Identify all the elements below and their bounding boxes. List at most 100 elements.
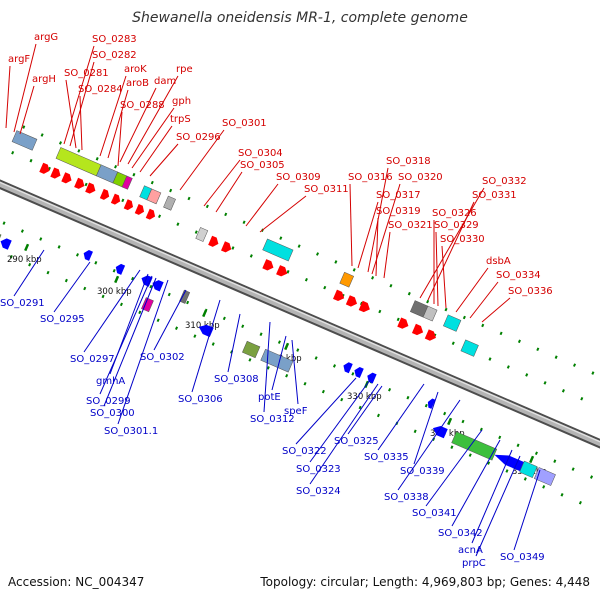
- reverse-gene-leader: [309, 383, 379, 485]
- guide-dot: [28, 262, 32, 267]
- forward-gene-leader: [127, 75, 179, 165]
- guide-dot: [248, 358, 252, 362]
- feature-block: [519, 460, 538, 478]
- forward-gene-label: aroB: [126, 78, 149, 89]
- feature-arrow: [83, 250, 93, 261]
- reverse-gene-leader: [291, 339, 299, 405]
- guide-dot: [554, 355, 558, 359]
- guide-dot: [479, 427, 483, 432]
- guide-dot: [389, 283, 393, 288]
- feature-block: [121, 175, 133, 190]
- guide-dot: [376, 413, 380, 418]
- forward-gene-leader: [99, 75, 127, 157]
- feature-block: [262, 238, 294, 262]
- forward-gene-leader: [179, 129, 225, 191]
- reverse-gene-label: SO_0335: [364, 452, 409, 463]
- feature-arrow: [358, 300, 370, 313]
- forward-gene-label: SO_0319: [376, 206, 421, 217]
- guide-dot: [388, 387, 392, 392]
- tick-label: 300 kbp: [97, 287, 132, 297]
- guide-dot: [481, 323, 485, 328]
- feature-block: [179, 289, 191, 304]
- feature-arrow: [397, 317, 409, 329]
- feature-arrow: [424, 329, 436, 341]
- feature-arrow: [0, 238, 12, 250]
- guide-dot: [175, 326, 179, 330]
- guide-dot: [534, 451, 538, 456]
- feature-arrow: [61, 172, 72, 184]
- reverse-gene-leader: [271, 335, 287, 391]
- tick-label: 290 kbp: [7, 255, 42, 265]
- guide-dot: [525, 373, 529, 377]
- guide-dot: [371, 276, 375, 280]
- reverse-gene-label: SO_0302: [140, 352, 185, 363]
- guide-dot: [149, 284, 153, 289]
- forward-gene-leader: [119, 87, 157, 163]
- accession-text: Accession: NC_004347: [8, 575, 144, 589]
- forward-gene-leader: [107, 89, 129, 159]
- guide-dot: [95, 157, 99, 161]
- feature-arrow: [411, 323, 424, 336]
- guide-dot: [186, 300, 190, 305]
- feature-block: [460, 339, 479, 357]
- feature-arrow: [39, 162, 50, 174]
- reverse-gene-label: SO_0338: [384, 492, 429, 503]
- forward-gene-label: SO_0318: [386, 156, 431, 167]
- forward-gene-leader: [5, 65, 11, 129]
- forward-gene-leader: [215, 171, 243, 213]
- reverse-gene-label: SO_0325: [334, 436, 379, 447]
- guide-dot: [112, 268, 116, 273]
- guide-dot: [46, 270, 50, 275]
- reverse-gene-leader: [413, 391, 439, 465]
- forward-gene-label: SO_0332: [482, 176, 527, 187]
- reverse-gene-label: SO_0295: [40, 314, 85, 325]
- guide-dot: [39, 237, 43, 241]
- guide-dot: [266, 366, 270, 370]
- guide-dot: [211, 342, 215, 346]
- guide-dot: [451, 341, 455, 345]
- forward-gene-label: SO_0317: [376, 190, 421, 201]
- forward-gene-leader: [375, 217, 379, 277]
- reverse-gene-label: potE: [258, 392, 281, 403]
- guide-dot: [231, 246, 235, 250]
- guide-dot: [334, 260, 338, 264]
- forward-gene-label: SO_0320: [398, 172, 443, 183]
- guide-dot: [516, 443, 520, 448]
- feature-block: [443, 314, 462, 332]
- guide-dot: [205, 204, 209, 209]
- guide-dot: [396, 317, 400, 322]
- guide-dot: [517, 339, 521, 344]
- guide-dot: [121, 198, 125, 203]
- feature-block: [195, 227, 209, 242]
- guide-dot: [279, 236, 283, 240]
- feature-arrow: [99, 188, 110, 200]
- guide-dot: [114, 164, 118, 169]
- guide-dot: [553, 459, 557, 463]
- forward-gene-leader: [383, 231, 391, 279]
- guide-dot: [77, 149, 81, 153]
- forward-gene-label: argG: [34, 32, 58, 43]
- forward-gene-leader: [481, 297, 511, 323]
- guide-dot: [304, 277, 308, 282]
- guide-dot: [156, 318, 160, 323]
- guide-dot: [578, 500, 582, 505]
- guide-dot: [303, 381, 307, 386]
- guide-dot: [462, 315, 466, 320]
- reverse-gene-leader: [83, 269, 141, 353]
- feature-block: [0, 225, 2, 247]
- guide-dot: [407, 291, 411, 296]
- guide-dot: [505, 469, 509, 473]
- forward-gene-label: SO_0329: [434, 220, 479, 231]
- reverse-gene-leader: [451, 439, 501, 527]
- guide-dot: [242, 220, 246, 225]
- guide-dot: [222, 316, 226, 321]
- forward-gene-label: SO_0331: [472, 190, 517, 201]
- forward-gene-leader: [117, 111, 123, 167]
- guide-dot: [259, 332, 263, 336]
- guide-dot: [580, 396, 584, 401]
- forward-gene-leader: [63, 45, 95, 145]
- forward-gene-leader: [19, 85, 35, 135]
- feature-arrow: [345, 295, 358, 307]
